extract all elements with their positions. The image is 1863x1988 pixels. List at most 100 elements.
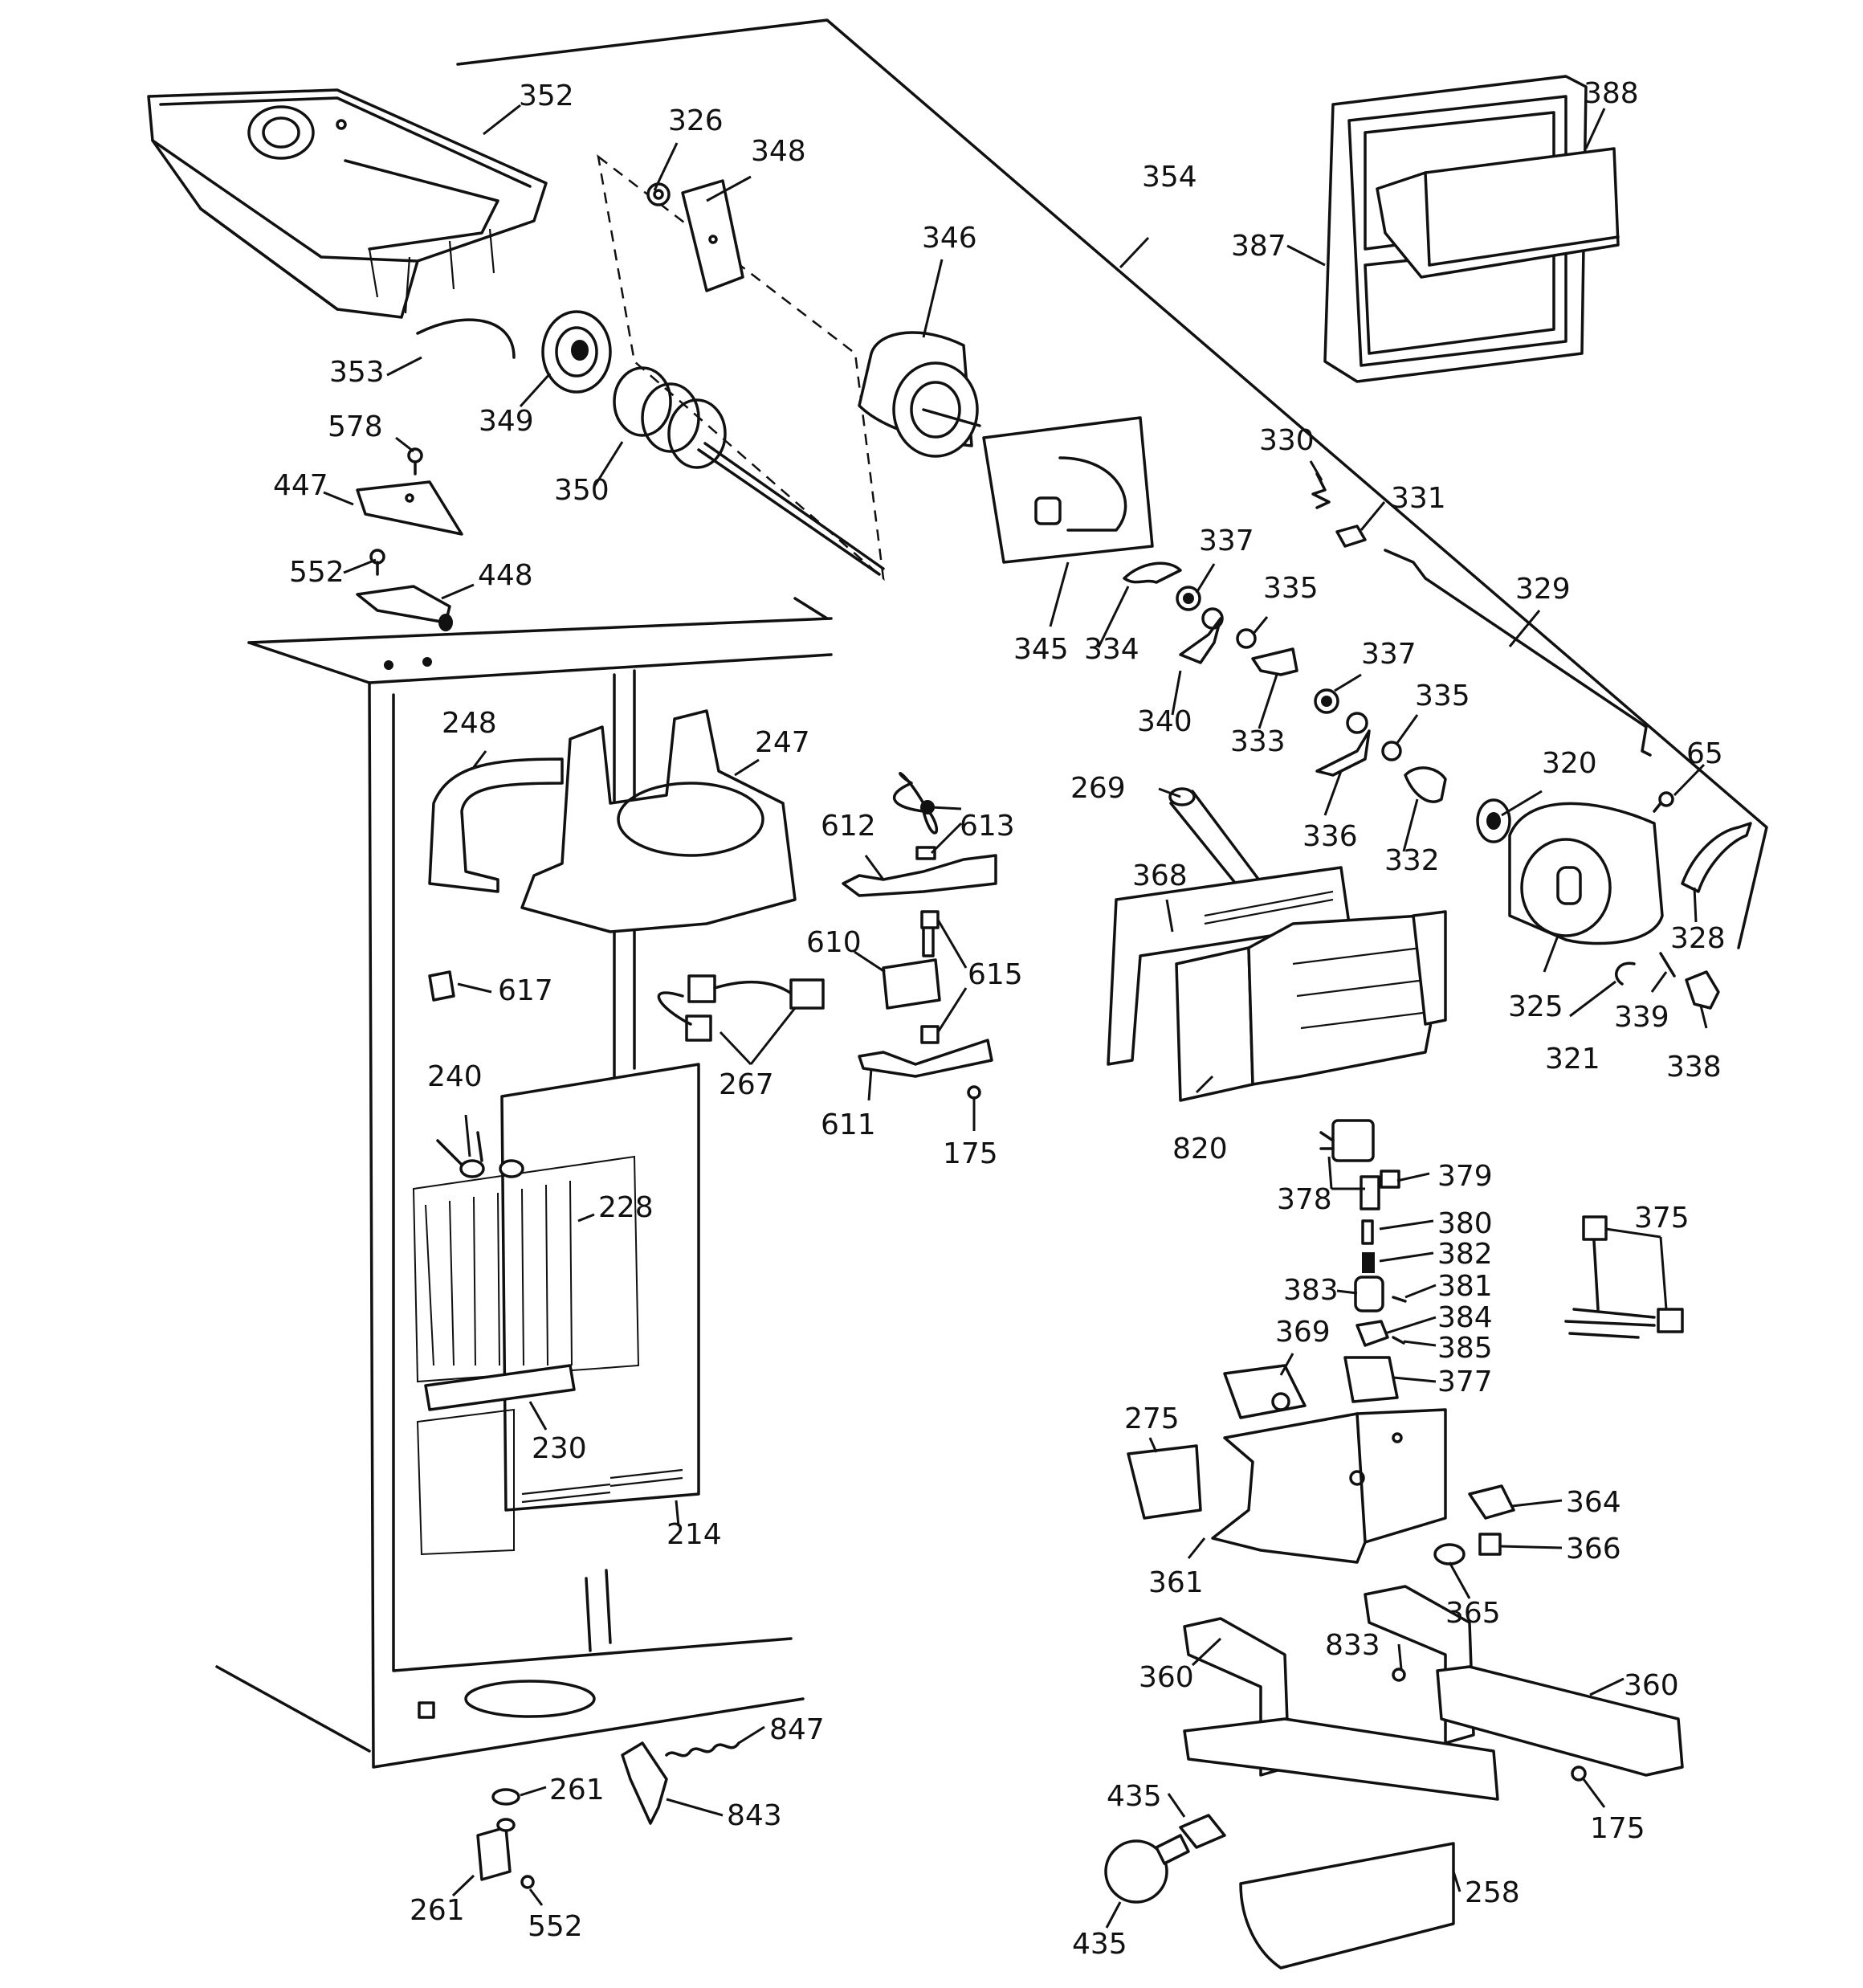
washer-335-b[interactable] [1381,741,1402,761]
defrost-heater-230[interactable] [424,1364,576,1411]
callout-267: 267 [719,1068,774,1101]
evaporator-coil-228[interactable] [412,1155,640,1556]
callout-375: 375 [1634,1202,1690,1235]
fan-blade-613[interactable] [892,772,939,860]
cover-plate-275[interactable] [1127,1444,1202,1520]
callout-247: 247 [755,726,810,759]
mounting-plate-345[interactable] [982,416,1154,564]
screw-65[interactable] [1653,791,1674,813]
washer-326[interactable] [646,182,671,206]
ice-bucket-352[interactable] [147,88,548,319]
bracket-261[interactable] [476,1818,516,1881]
rail-360-right[interactable] [1364,1585,1684,1777]
rod-329[interactable] [1384,549,1652,757]
dispenser-chute-door-388[interactable] [1376,147,1620,279]
valve-body-383[interactable] [1354,1276,1384,1312]
callout-354: 354 [1142,161,1197,194]
callout-365: 365 [1445,1597,1501,1630]
bracket-348[interactable] [681,179,744,292]
bracket-328[interactable] [1681,822,1752,893]
spring-330[interactable] [1311,472,1331,509]
spring-382[interactable] [1362,1252,1375,1273]
valve-plunger-379[interactable] [1360,1170,1400,1210]
fan-bracket-612[interactable] [842,854,997,897]
ice-maker-820[interactable] [1175,910,1447,1102]
washer-385[interactable] [1392,1336,1405,1345]
solenoid-coil-378[interactable] [1319,1119,1375,1162]
thermostat-240[interactable] [436,1131,524,1178]
callout-328: 328 [1670,922,1726,955]
callout-435-lower: 435 [1072,1928,1127,1961]
arm-336[interactable] [1315,712,1371,777]
callout-435-upper: 435 [1107,1780,1162,1813]
spring-337-a[interactable] [1176,586,1201,611]
clip-321[interactable] [1615,961,1636,986]
duct-248[interactable] [428,757,564,893]
callout-338: 338 [1666,1051,1722,1084]
callout-248: 248 [442,707,497,740]
lamp-socket-435[interactable] [1179,1814,1226,1849]
auger-spring-350[interactable] [613,366,885,576]
spring-847[interactable] [665,1741,740,1757]
pin-339[interactable] [1659,952,1676,978]
bracket-447[interactable] [356,480,463,536]
rail-360-left[interactable] [1183,1617,1499,1801]
cam-332[interactable] [1404,766,1447,803]
screw-175-upper[interactable] [967,1085,981,1100]
screw-552-lower[interactable] [520,1875,535,1889]
dispenser-chassis-361[interactable] [1211,1408,1447,1564]
ice-maker-bracket-368[interactable] [1107,866,1351,1066]
arm-340[interactable] [1179,607,1224,664]
fan-shroud-247[interactable] [520,709,797,933]
freezer-cabinet [215,641,833,1769]
grommet-615[interactable] [920,910,940,1044]
gasket-353[interactable] [416,318,516,359]
motor-cup-346[interactable] [858,331,981,458]
bracket-338[interactable] [1685,970,1720,1010]
callout-384: 384 [1437,1301,1493,1334]
callout-613: 613 [960,810,1015,843]
bracket-448[interactable] [356,585,453,631]
washer-335-a[interactable] [1236,628,1257,649]
callout-326: 326 [668,104,724,137]
valve-pin-380[interactable] [1361,1219,1374,1245]
actuator-365[interactable] [1433,1543,1466,1565]
callout-350: 350 [554,474,609,507]
evaporator-cover-214[interactable] [500,1063,700,1512]
hinge-843[interactable] [621,1741,668,1825]
harness-267[interactable] [657,974,825,1042]
callout-333: 333 [1230,725,1286,758]
valve-cap-384[interactable] [1355,1320,1389,1347]
screw-833[interactable] [1392,1668,1406,1682]
callout-615: 615 [968,958,1023,991]
light-bulb-435[interactable] [1104,1834,1190,1904]
bearing-349[interactable] [541,310,612,394]
bearing-320[interactable] [1476,798,1511,843]
callout-330: 330 [1259,424,1315,457]
callout-346: 346 [922,222,977,255]
cam-333[interactable] [1251,647,1298,676]
callout-612: 612 [821,810,876,843]
solenoid-364[interactable] [1468,1484,1515,1520]
washer-261-top[interactable] [491,1788,520,1806]
fan-bracket-611[interactable] [858,1039,993,1078]
sensor-617[interactable] [428,970,455,1002]
callout-345: 345 [1013,633,1069,666]
wiring-harness-375[interactable] [1564,1215,1684,1339]
clip-331[interactable] [1335,525,1367,548]
washer-381[interactable] [1392,1296,1407,1303]
auger-motor-325[interactable] [1508,802,1664,945]
spring-337-b[interactable] [1314,688,1339,714]
motor-369[interactable] [1223,1364,1307,1419]
valve-bracket-377[interactable] [1343,1356,1399,1403]
callout-361: 361 [1148,1566,1204,1599]
switch-366[interactable] [1478,1533,1502,1556]
screw-578[interactable] [407,447,423,476]
callout-334: 334 [1084,633,1139,666]
light-cover-258[interactable] [1239,1842,1455,1970]
fan-motor-610[interactable] [882,914,941,1010]
callout-261-top: 261 [549,1774,605,1806]
screw-175-lower[interactable] [1571,1766,1587,1782]
lever-334[interactable] [1123,561,1182,584]
callout-380: 380 [1437,1207,1493,1240]
